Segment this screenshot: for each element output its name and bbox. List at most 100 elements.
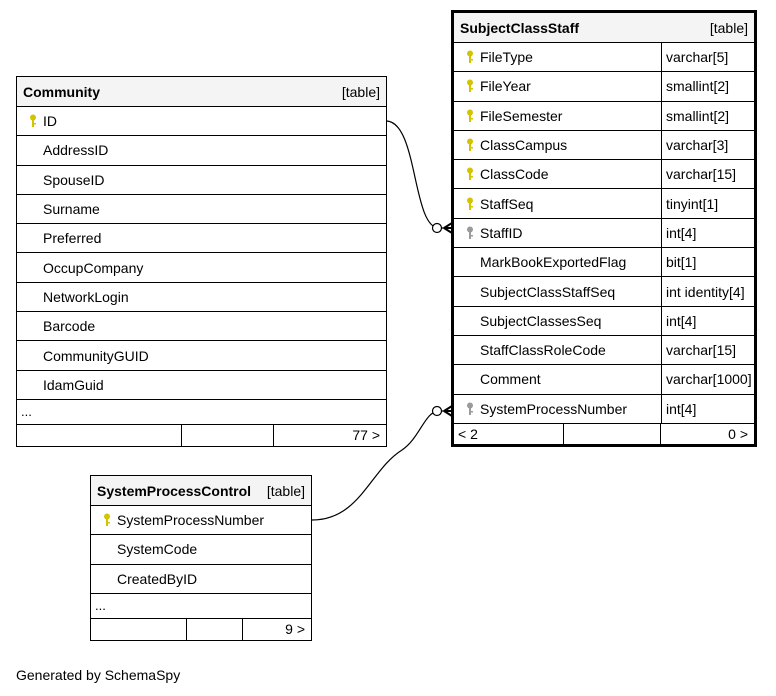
table-subjectclassstaff[interactable]: SubjectClassStaff [table] FileType varcha… xyxy=(451,10,757,447)
column-name-cell: ClassCode xyxy=(454,160,661,188)
column-row[interactable]: AddressID xyxy=(17,136,386,166)
column-name: ID xyxy=(43,113,57,130)
column-name-cell: CreatedByID xyxy=(91,565,311,593)
column-row[interactable]: SpouseID xyxy=(17,166,386,195)
column-name-cell: StaffID xyxy=(454,219,661,247)
column-name-cell: Preferred xyxy=(17,224,386,252)
link-community-crowfoot xyxy=(443,222,453,234)
column-name: SystemCode xyxy=(117,541,198,558)
column-name: OccupCompany xyxy=(43,259,144,276)
column-name-cell: ID xyxy=(17,107,386,135)
more-columns: ... xyxy=(91,594,311,619)
column-row[interactable]: Preferred xyxy=(17,224,386,254)
column-type: varchar[3] xyxy=(661,130,754,160)
column-row[interactable]: SystemProcessNumber xyxy=(91,506,311,536)
column-type: int[4] xyxy=(661,218,754,248)
footer-parents[interactable]: < 2 xyxy=(454,423,564,444)
column-name-cell: FileYear xyxy=(454,72,661,100)
column-row[interactable]: SystemCode xyxy=(91,535,311,565)
table-header: SubjectClassStaff [table] xyxy=(454,13,754,43)
column-name: SystemProcessNumber xyxy=(480,400,628,417)
column-name: StaffSeq xyxy=(480,195,534,212)
link-community-to-subjectclassstaff xyxy=(385,120,452,229)
column-name: Surname xyxy=(43,201,100,218)
footer-children[interactable]: 9 > xyxy=(285,621,305,638)
link-systemprocess-optional-marker xyxy=(431,405,443,417)
column-row[interactable]: FileType varchar[5] xyxy=(454,43,754,73)
column-type: varchar[5] xyxy=(661,43,754,72)
column-name-cell: SystemProcessNumber xyxy=(91,506,311,534)
footer-parents xyxy=(17,424,182,446)
column-name: CommunityGUID xyxy=(43,347,149,364)
column-name: FileSemester xyxy=(480,107,563,124)
footer-columns xyxy=(564,423,661,444)
column-row[interactable]: OccupCompany xyxy=(17,253,386,283)
column-row[interactable]: CommunityGUID xyxy=(17,341,386,371)
column-row[interactable]: Surname xyxy=(17,195,386,225)
table-name: SystemProcessControl xyxy=(97,482,252,499)
primary-key-icon xyxy=(97,513,117,527)
more-columns: ... xyxy=(17,400,386,425)
column-row[interactable]: CreatedByID xyxy=(91,565,311,594)
column-row[interactable]: Barcode xyxy=(17,312,386,342)
column-row[interactable]: SystemProcessNumber int[4] xyxy=(454,394,754,424)
table-kind: [table] xyxy=(341,83,380,100)
table-header: SystemProcessControl [table] xyxy=(91,476,311,506)
column-name-cell: Surname xyxy=(17,195,386,223)
column-name: SubjectClassesSeq xyxy=(480,312,602,329)
footer-children[interactable]: 0 > xyxy=(728,425,748,442)
column-type: smallint[2] xyxy=(661,72,754,101)
column-name-cell: Barcode xyxy=(17,312,386,340)
column-name-cell: NetworkLogin xyxy=(17,283,386,311)
column-name-cell: IdamGuid xyxy=(17,371,386,399)
column-row[interactable]: ID xyxy=(17,107,386,137)
column-name-cell: FileSemester xyxy=(454,102,661,130)
primary-key-icon xyxy=(460,109,480,123)
table-kind: [table] xyxy=(709,19,748,36)
column-name-cell: SubjectClassesSeq xyxy=(454,307,661,335)
footer-children[interactable]: 77 > xyxy=(352,427,380,444)
column-name: ClassCode xyxy=(480,166,549,183)
column-name-cell: CommunityGUID xyxy=(17,341,386,369)
column-type: tinyint[1] xyxy=(661,189,754,218)
primary-key-icon xyxy=(460,197,480,211)
column-row[interactable]: StaffID int[4] xyxy=(454,218,754,249)
column-row[interactable]: NetworkLogin xyxy=(17,283,386,313)
column-row[interactable]: StaffSeq tinyint[1] xyxy=(454,189,754,219)
column-name-cell: SpouseID xyxy=(17,166,386,194)
footer-parents xyxy=(91,618,187,640)
table-kind: [table] xyxy=(266,482,305,499)
column-name: Comment xyxy=(480,371,541,388)
credit-text: Generated by SchemaSpy xyxy=(16,667,181,683)
footer-columns xyxy=(187,618,243,640)
column-name: StaffID xyxy=(480,224,523,241)
column-type: int[4] xyxy=(661,394,754,423)
column-name-cell: MarkBookExportedFlag xyxy=(454,248,661,276)
column-row[interactable]: IdamGuid xyxy=(17,371,386,400)
column-name-cell: FileType xyxy=(454,43,661,71)
column-name-cell: Comment xyxy=(454,365,661,393)
primary-key-icon xyxy=(460,79,480,93)
column-name-cell: SystemCode xyxy=(91,535,311,563)
column-name-cell: SubjectClassStaffSeq xyxy=(454,277,661,305)
table-systemprocesscontrol[interactable]: SystemProcessControl [table] SystemProce… xyxy=(90,475,312,641)
column-name: StaffClassRoleCode xyxy=(480,342,606,359)
primary-key-icon xyxy=(460,138,480,152)
column-name: FileType xyxy=(480,49,533,66)
primary-key-icon xyxy=(460,50,480,64)
column-name: SpouseID xyxy=(43,171,105,188)
column-type: int identity[4] xyxy=(661,277,754,306)
footer-columns xyxy=(182,424,274,446)
column-name: SystemProcessNumber xyxy=(117,512,265,529)
